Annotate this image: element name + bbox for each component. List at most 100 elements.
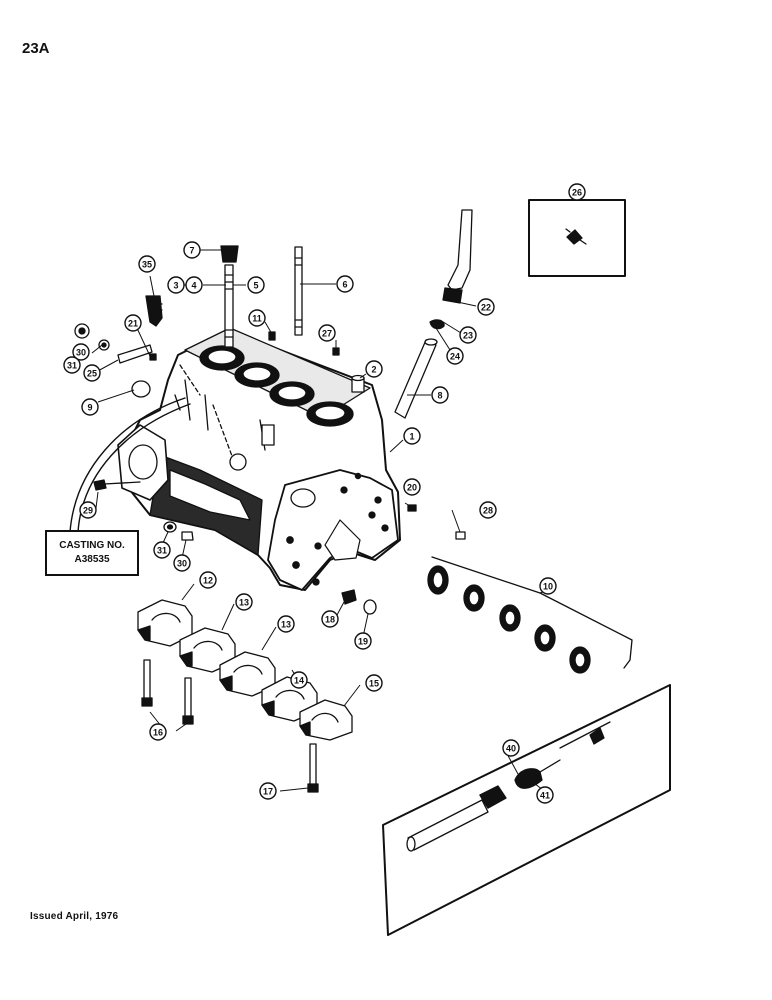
main-bearing-caps [137,599,353,741]
callout-number: 31 [67,361,77,371]
oil-filler-tube [394,209,473,419]
callout-35: 35 [138,255,156,273]
callout-5: 5 [247,276,265,294]
callout-11: 11 [248,309,266,327]
callout-circle [83,364,101,382]
callout-number: 5 [253,281,258,291]
callout-number: 2 [371,365,376,375]
callout-number: 14 [294,676,304,686]
callout-circle [138,255,156,273]
callout-17: 17 [259,782,277,800]
callout-30: 30 [173,554,191,572]
callout-number: 19 [358,637,368,647]
callout-14: 14 [290,671,308,689]
callout-24: 24 [446,347,464,365]
callout-number: 26 [572,188,582,198]
callout-number: 13 [239,598,249,608]
callout-circle [446,347,464,365]
callout-circle [318,324,336,342]
cylinder-block [117,327,401,591]
small-fittings [74,295,466,615]
callout-number: 4 [191,281,196,291]
callout-number: 24 [450,352,460,362]
callout-number: 40 [506,744,516,754]
callout-number: 7 [189,246,194,256]
callout-number: 23 [463,331,473,341]
callout-circle [536,786,554,804]
callout-13: 13 [235,593,253,611]
callout-number: 15 [369,679,379,689]
callout-19: 19 [354,632,372,650]
callout-20: 20 [403,478,421,496]
issued-date: Issued April, 1976 [30,911,119,922]
callout-circle [568,183,586,201]
callout-number: 1 [409,432,414,442]
callout-27: 27 [318,324,336,342]
callout-circle [79,501,97,519]
callout-circle [235,593,253,611]
callout-number: 20 [407,483,417,493]
callout-number: 25 [87,369,97,379]
callout-circle [167,276,185,294]
callout-circle [63,356,81,374]
casting-number-label: CASTING NO. A38535 [45,530,139,576]
cylinder-head-studs [220,245,303,348]
callout-number: 3 [173,281,178,291]
callout-number: 16 [153,728,163,738]
callout-circle [183,241,201,259]
callout-circle [354,632,372,650]
heater-element [406,721,611,852]
callout-31: 31 [63,356,81,374]
callout-30: 30 [72,343,90,361]
callout-number: 13 [281,620,291,630]
callout-number: 10 [543,582,553,592]
callout-15: 15 [365,674,383,692]
callout-circle [336,275,354,293]
callout-circle [539,577,557,595]
callout-circle [124,314,142,332]
callout-16: 16 [149,723,167,741]
callout-number: 21 [128,319,138,329]
callout-8: 8 [431,386,449,404]
callout-25: 25 [83,364,101,382]
callout-number: 12 [203,576,213,586]
callout-circle [153,541,171,559]
callout-circle [259,782,277,800]
camshaft-bearings [427,556,633,674]
callout-number: 41 [540,791,550,801]
callout-circle [81,398,99,416]
callout-circle [403,427,421,445]
inset-panel-40-41 [382,684,671,936]
callout-2: 2 [365,360,383,378]
casting-label-line1: CASTING NO. [59,540,125,551]
callout-7: 7 [183,241,201,259]
callout-number: 31 [157,546,167,556]
callout-circle [248,309,266,327]
callout-circle [290,671,308,689]
callout-circle [247,276,265,294]
callout-circle [459,326,477,344]
callout-circle [149,723,167,741]
callout-1: 1 [403,427,421,445]
callout-3: 3 [167,276,185,294]
callout-number: 8 [437,391,442,401]
callout-circle [502,739,520,757]
callout-number: 11 [252,314,262,324]
page-number: 23A [22,40,50,57]
callout-22: 22 [477,298,495,316]
callout-12: 12 [199,571,217,589]
casting-label-line2: A38535 [74,554,110,565]
callout-circle [173,554,191,572]
callout-circle [185,276,203,294]
callout-28: 28 [479,501,497,519]
callout-circle [477,298,495,316]
callout-26: 26 [568,183,586,201]
callout-number: 18 [325,615,335,625]
callout-40: 40 [502,739,520,757]
callout-circle [403,478,421,496]
callout-circle [277,615,295,633]
callout-41: 41 [536,786,554,804]
callout-number: 35 [142,260,152,270]
